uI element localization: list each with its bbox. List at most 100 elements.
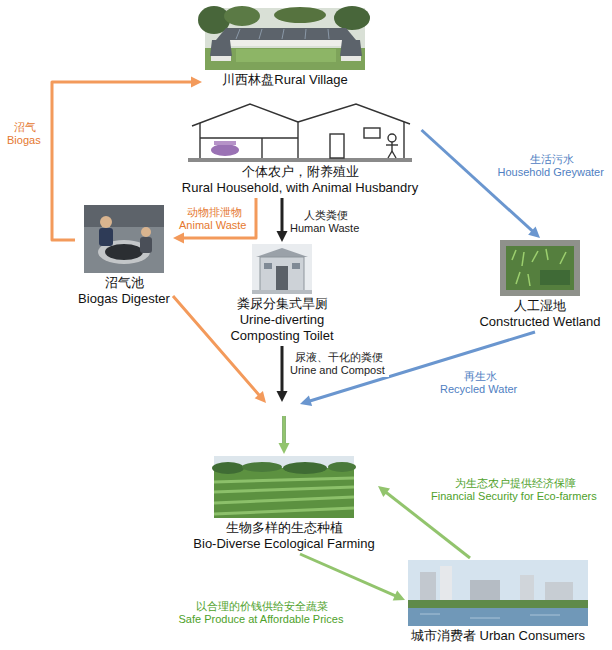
toilet-photo-part: [264, 263, 272, 269]
farm-photo-part: [328, 462, 356, 472]
toilet-photo-part: [256, 248, 308, 257]
arrow-head: [378, 486, 390, 497]
node-caption: Urine-diverting Composting Toilet: [226, 312, 338, 344]
arrow-head: [528, 227, 540, 238]
wetland-photo-part: [506, 246, 574, 290]
wetland-photo-part-part: [512, 250, 516, 260]
toilet-photo: [252, 244, 312, 294]
wetland-photo-part-part: [560, 252, 566, 264]
toilet-photo-part: [252, 290, 312, 294]
household-drawing-part: [192, 104, 410, 158]
village-photo-part-part: [259, 29, 262, 39]
flow-arrow: [422, 130, 536, 234]
node-caption: Biogas Digester: [78, 291, 170, 307]
flow-arrow: [300, 554, 400, 598]
household-drawing-part-part: [199, 123, 200, 158]
household-drawing: [188, 104, 412, 162]
farm-photo-part-part: [214, 497, 354, 503]
wetland-photo: [500, 240, 580, 296]
flow-label: 沼气 Biogas: [5, 121, 45, 147]
household-drawing-part-part: [386, 144, 398, 145]
wetland-photo-part-part: [522, 252, 524, 266]
flow-arrow: [52, 82, 196, 240]
digester-photo-part: [84, 205, 164, 273]
household-drawing-part-part: [330, 134, 344, 158]
digester-photo-part: [84, 205, 164, 227]
village-photo-part-part: [305, 29, 306, 39]
city-photo-part-part: [530, 615, 560, 616]
household-drawing-part: [188, 158, 412, 162]
village-photo-part: [341, 56, 361, 61]
image-node: 川西林盘Rural Village: [202, 6, 368, 90]
wetland-photo-part-part: [516, 272, 520, 284]
image-node: 沼气池Biogas Digester: [75, 203, 173, 309]
village-photo-part: [210, 40, 232, 56]
arrow-head: [279, 443, 290, 454]
village-photo-part: [236, 49, 336, 62]
arrow-head: [173, 233, 184, 244]
node-caption: 城市消费者 Urban Consumers: [411, 628, 585, 644]
image-node: 个体农户，附养殖业Rural Household, with Animal Hu…: [179, 98, 422, 198]
wetland-photo-part-part: [532, 251, 538, 262]
node-caption: 沼气池: [105, 275, 144, 291]
toilet-photo-part: [276, 266, 288, 291]
node-caption: 川西林盘Rural Village: [222, 72, 347, 88]
village-photo-part: [334, 6, 370, 30]
digester-photo-part: [105, 244, 143, 260]
city-photo-part-part: [470, 618, 500, 619]
digester-photo-part: [141, 227, 151, 237]
wetland-photo-part: [540, 270, 570, 285]
farm-photo-part: [242, 462, 282, 472]
city-photo-part: [420, 614, 560, 618]
arrow-head-group: [173, 77, 540, 601]
household-drawing-part-part: [192, 104, 298, 126]
node-caption: 个体农户，附养殖业: [242, 164, 359, 180]
farm-photo-part: [212, 462, 244, 474]
flow-arrow: [281, 198, 284, 236]
flow-label: 动物排泄物 Animal Waste: [177, 206, 251, 232]
village-photo-part: [340, 40, 362, 56]
farm-photo-part-part: [214, 508, 354, 514]
household-drawing-part-part: [364, 128, 380, 138]
household-drawing-part-part: [261, 138, 262, 158]
flow-label: 为生态农户提供经济保障 Financial Security for Eco-f…: [429, 477, 601, 503]
digester-photo: [84, 205, 164, 273]
arrow-head: [255, 391, 266, 403]
farm-photo-part: [214, 478, 354, 514]
city-photo-part: [408, 608, 588, 626]
village-photo-part-part: [236, 29, 240, 39]
flow-label: 生活污水 Household Greywater: [496, 153, 609, 179]
wetland-photo-part: [500, 240, 580, 296]
village-photo-part-part: [328, 29, 329, 39]
merged-flow-group: [279, 416, 290, 454]
arrow-head: [191, 77, 202, 88]
household-drawing-part-part: [388, 134, 396, 142]
household-drawing-part-part: [388, 151, 392, 158]
toilet-photo-part: [252, 244, 312, 294]
image-node: 人工湿地Constructed Wetland: [476, 238, 604, 332]
digester-photo-part: [99, 228, 113, 246]
flow-label: 以合理的价钱供给安全蔬菜 Safe Produce at Affordable …: [177, 600, 348, 626]
village-photo-part: [274, 7, 326, 23]
household-drawing-part-part: [403, 122, 404, 158]
city-photo: [408, 560, 588, 626]
farm-photo: [212, 456, 356, 518]
node-caption: 生物多样的生态种植: [226, 520, 343, 536]
node-caption: Constructed Wetland: [479, 314, 600, 330]
toilet-photo-part: [292, 263, 300, 269]
village-photo-part: [216, 28, 356, 40]
city-photo-part-part: [420, 614, 440, 615]
image-node: 粪尿分集式旱厕Urine-diverting Composting Toilet: [223, 242, 341, 346]
wetland-photo-part-part: [528, 274, 530, 286]
farm-photo-part-part: [214, 487, 354, 492]
digester-photo-part: [140, 237, 152, 253]
node-caption: Bio-Diverse Ecological Farming: [193, 536, 374, 552]
farm-photo-part: [283, 462, 327, 474]
farm-photo-part-part: [214, 478, 354, 482]
connector-group: [52, 82, 536, 598]
flow-arrow: [284, 332, 535, 448]
household-drawing-part-part: [200, 137, 298, 138]
wetland-photo-part-part: [546, 249, 548, 260]
node-caption: 粪尿分集式旱厕: [237, 296, 328, 312]
